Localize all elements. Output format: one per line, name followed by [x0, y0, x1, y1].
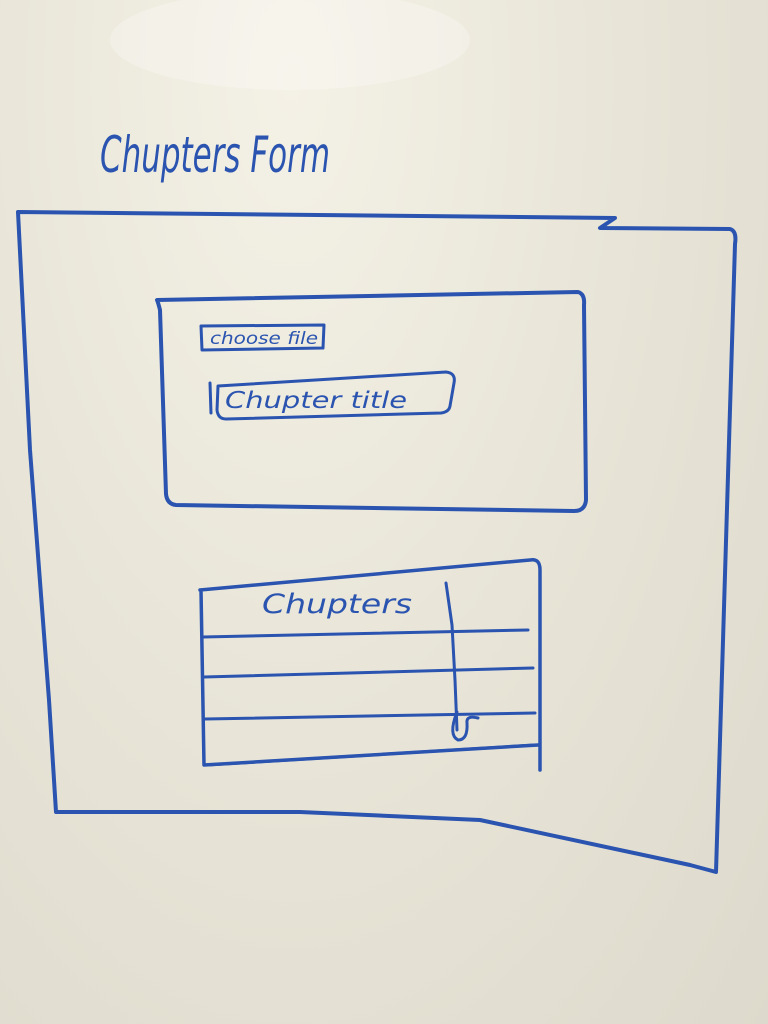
board-glare [110, 0, 470, 90]
table-row[interactable] [205, 743, 537, 767]
scrollbar-track[interactable] [444, 581, 459, 732]
chapters-table: Chupters [198, 557, 542, 772]
page-title: Chupters Form [100, 126, 330, 184]
choose-file-button[interactable]: choose file [199, 323, 326, 352]
chapter-title-placeholder: Chupter title [225, 388, 407, 414]
table-row[interactable] [202, 666, 535, 679]
table-header-chapters: Chupters [262, 589, 412, 620]
table-row[interactable] [203, 711, 537, 721]
window-frame [16, 210, 738, 874]
upload-form-panel [155, 290, 588, 513]
choose-file-label: choose file [210, 329, 318, 349]
header-divider [201, 628, 530, 639]
scroll-thumb[interactable] [451, 710, 480, 742]
chapter-title-input[interactable]: Chupter title [208, 370, 456, 421]
